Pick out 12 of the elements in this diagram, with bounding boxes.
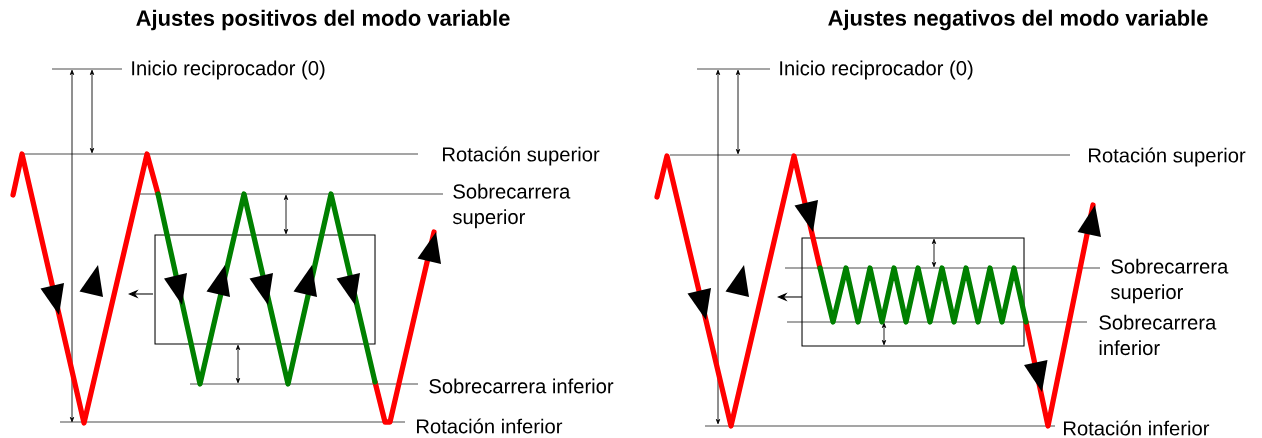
line-label: Sobrecarrera inferior xyxy=(1099,314,1217,356)
line-label: Inicio reciprocador (0) xyxy=(780,60,973,80)
panel-title: Ajustes positivos del modo variable xyxy=(136,9,510,31)
line-label: Sobrecarrera superior xyxy=(452,183,571,229)
line-label: Inicio reciprocador (0) xyxy=(132,60,325,80)
line-label: Rotación superior xyxy=(1089,147,1246,167)
line-label: Rotación inferior xyxy=(1064,420,1210,436)
panel-title: Ajustes negativos del modo variable xyxy=(828,9,1208,31)
line-label: Rotación superior xyxy=(443,146,600,166)
line-label: Rotación inferior xyxy=(417,418,563,434)
line-label: Sobrecarrera superior xyxy=(1110,258,1229,304)
line-label: Sobrecarrera inferior xyxy=(429,378,614,394)
